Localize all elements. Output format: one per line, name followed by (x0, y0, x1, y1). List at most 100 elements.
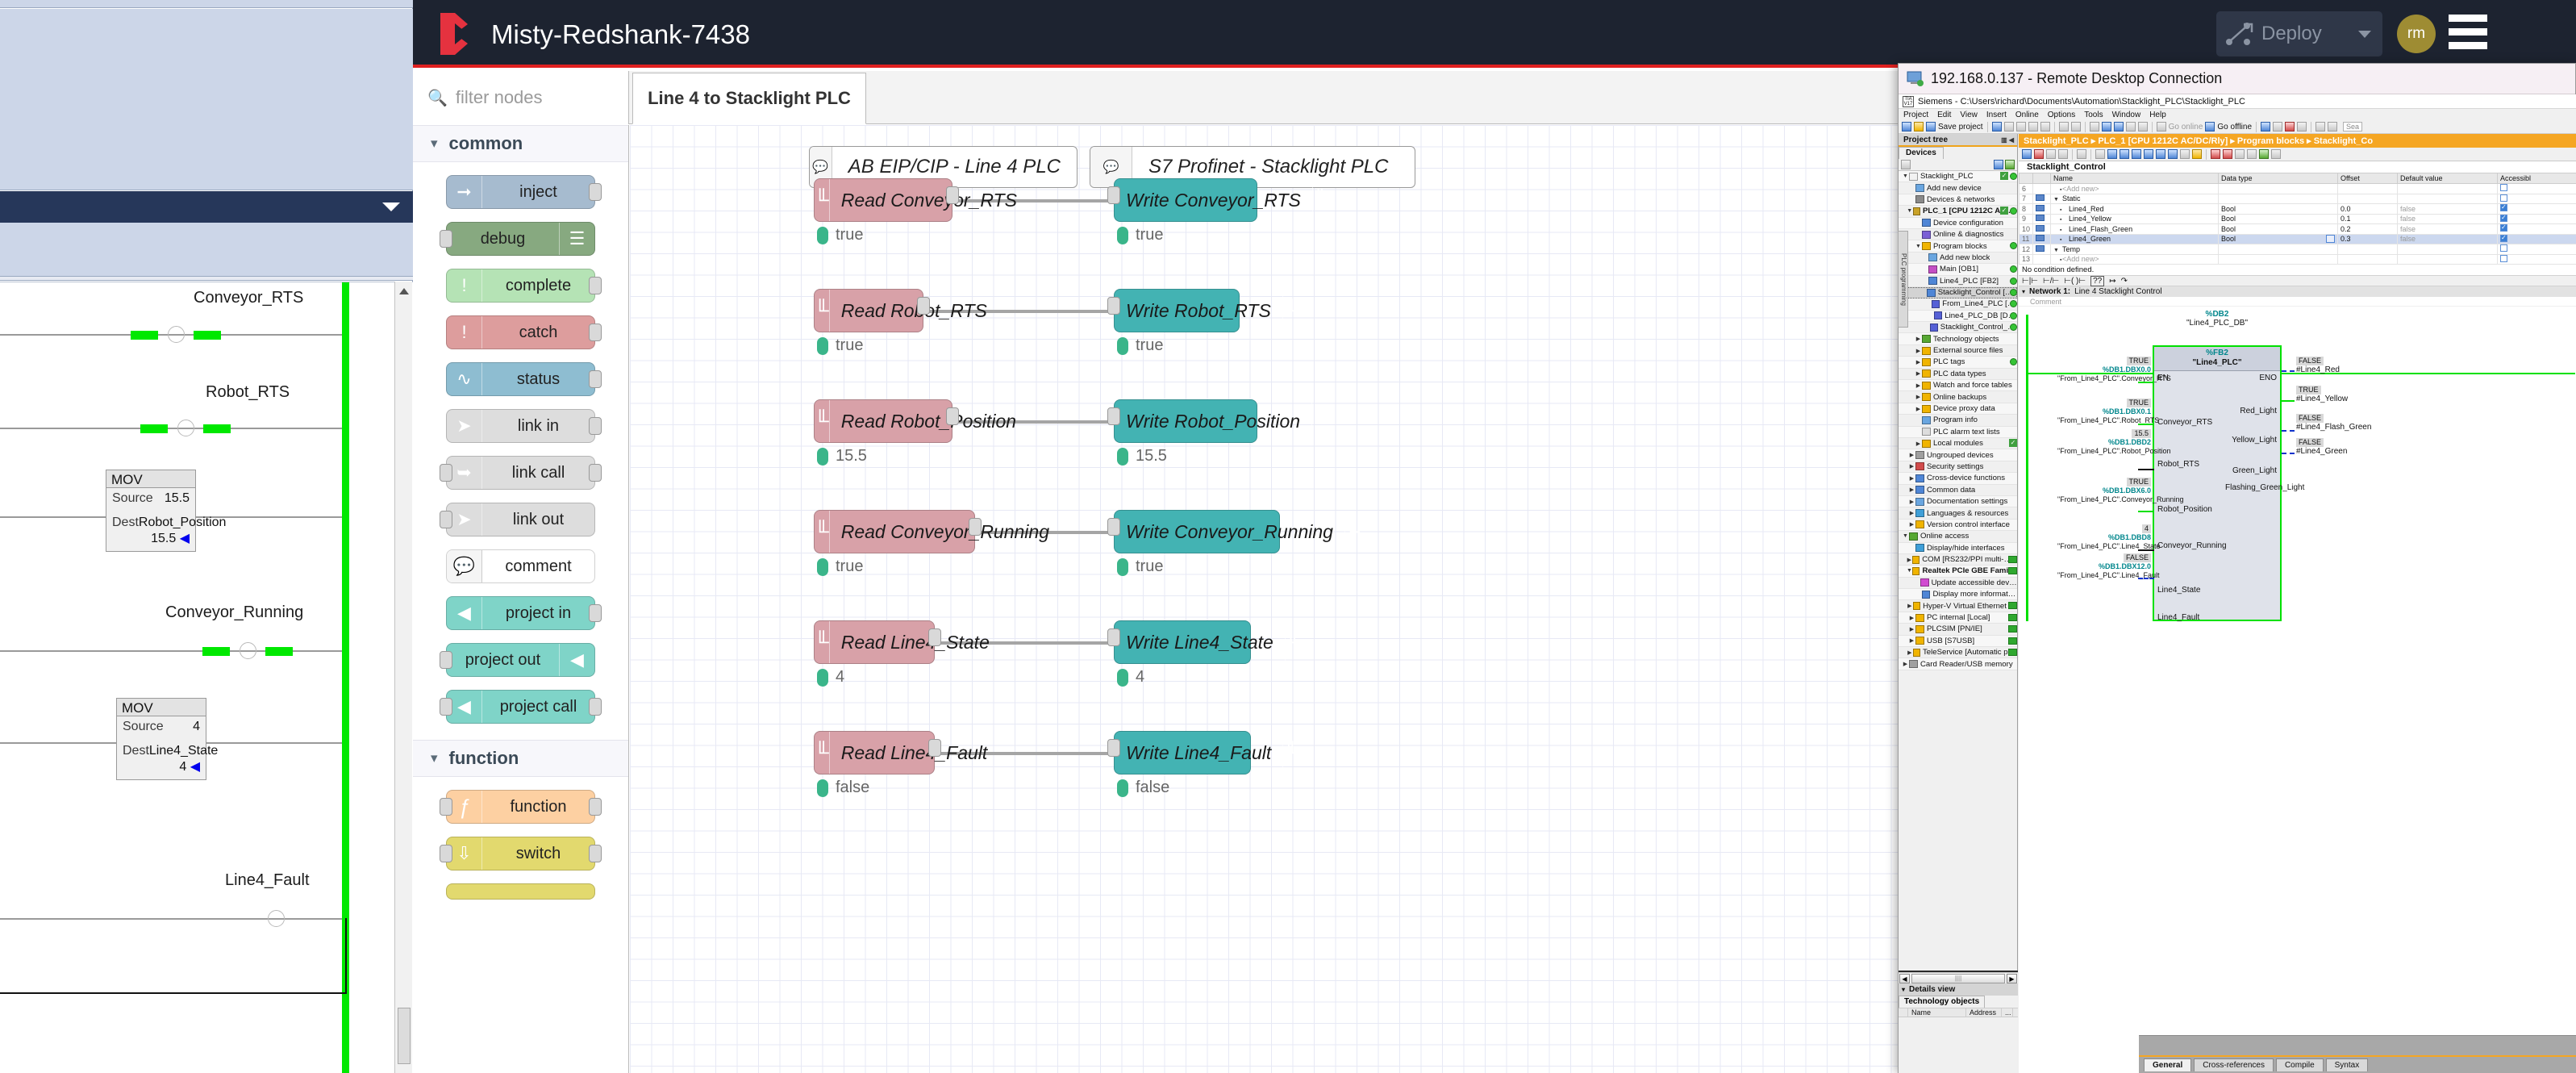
chevron-right-icon[interactable]: ▶ (1907, 557, 1911, 563)
node-output-port[interactable] (917, 297, 930, 315)
node-input-port[interactable] (1107, 628, 1120, 646)
coil-icon[interactable]: ⊢( )⊢ (2064, 276, 2086, 286)
chevron-down-icon[interactable]: ▼ (1903, 173, 1908, 180)
start-runtime-icon[interactable] (2137, 122, 2148, 132)
close-view-icon[interactable] (2297, 122, 2307, 132)
tree-item-online-access[interactable]: ▼Online access (1899, 531, 2017, 543)
accessible-checkbox[interactable] (2500, 244, 2508, 253)
down-icon[interactable] (2058, 149, 2068, 159)
close-branch-icon[interactable]: ↷ (2120, 276, 2128, 286)
tree-item-add-new-block[interactable]: Add new block (1899, 252, 2017, 265)
cross-ref-icon[interactable] (2168, 149, 2178, 159)
tree-item-main-ob1[interactable]: Main [OB1] (1899, 264, 2017, 276)
chevron-right-icon[interactable]: ▶ (1915, 406, 1921, 412)
flow-node-read[interactable]: ╙ Read Line4_State (814, 620, 990, 664)
node-output-port[interactable] (928, 739, 941, 757)
tree-item-device-configuration[interactable]: Device configuration (1899, 217, 2017, 229)
node-input-port[interactable] (1107, 297, 1120, 315)
datatype-picker-icon[interactable] (2326, 235, 2336, 244)
node-output-port[interactable] (928, 628, 941, 646)
download-changes-icon[interactable] (2259, 149, 2269, 159)
chevron-right-icon[interactable]: ▶ (1915, 395, 1921, 401)
print-icon[interactable] (1991, 122, 2002, 132)
upload-icon[interactable] (2113, 122, 2124, 132)
chevron-down-icon[interactable]: ▼ (1903, 533, 1908, 540)
sidebar-tab-plc-programming[interactable]: PLC programming (1898, 231, 1908, 328)
diagnostics-icon[interactable] (2261, 122, 2271, 132)
empty-box-icon[interactable]: ?? (2090, 275, 2105, 286)
pointer-icon[interactable] (2077, 149, 2086, 159)
chevron-right-icon[interactable]: ▶ (1909, 522, 1915, 528)
tab-line4-to-stacklight-plc[interactable]: Line 4 to Stacklight PLC (632, 73, 866, 124)
deploy-button[interactable]: Deploy (2216, 11, 2382, 56)
chevron-down-icon[interactable] (382, 202, 400, 211)
search-field[interactable]: Sea (2343, 122, 2363, 132)
tree-item-security-settings[interactable]: ▶Security settings (1899, 461, 2017, 474)
tree-item-local-modules[interactable]: ▶Local modules✓ (1899, 437, 2017, 450)
flow-node-write[interactable]: ╙ Write Line4_State (1107, 620, 1300, 664)
tree-item-documentation-settings[interactable]: ▶Documentation settings (1899, 495, 2017, 508)
flow-canvas[interactable]: 💬 AB EIP/CIP - Line 4 PLC 💬 S7 Profinet … (630, 125, 2128, 1073)
cut-icon[interactable] (2003, 122, 2014, 132)
goto-icon[interactable] (2271, 149, 2281, 159)
palette-node-status[interactable]: ∿ status (446, 362, 602, 396)
palette-node-project-in[interactable]: ◀ project in (446, 596, 602, 630)
menu-help[interactable]: Help (2149, 110, 2166, 119)
avatar[interactable]: rm (2397, 15, 2436, 53)
paste-icon[interactable] (2028, 122, 2038, 132)
search-input[interactable]: 🔍 filter nodes (413, 71, 629, 124)
node-input-port[interactable] (1107, 407, 1120, 425)
chevron-right-icon[interactable]: ▶ (1915, 382, 1921, 389)
close-all-icon[interactable] (2120, 149, 2129, 159)
tree-item-display-more-information[interactable]: Display more information (1899, 589, 2017, 601)
bookmark-icon[interactable] (2144, 149, 2153, 159)
tree-item-update-accessible-devices[interactable]: Update accessible devices (1899, 577, 2017, 590)
scroll-left-icon[interactable]: ◀ (1899, 973, 1910, 983)
accessible-checkbox[interactable] (2500, 184, 2508, 192)
network-comment[interactable]: Comment (2019, 297, 2576, 307)
flow-node-read[interactable]: ╙ Read Conveyor_Running (814, 510, 1049, 553)
node-output-port[interactable] (589, 370, 602, 388)
comment-toggle-icon[interactable] (2132, 149, 2141, 159)
tree-item-common-data[interactable]: ▶Common data (1899, 484, 2017, 496)
tree-item-pc-internal-local[interactable]: ▶PC internal [Local] (1899, 612, 2017, 624)
flow-node-read[interactable]: ╙ Read Conveyor_RTS (814, 178, 1017, 222)
watch-icon[interactable] (2247, 149, 2257, 159)
flow-node-write[interactable]: ╙ Write Robot_RTS (1107, 289, 1298, 332)
new-project-icon[interactable] (1902, 122, 1911, 132)
tree-item-card-reader-usb-memory[interactable]: ▶Card Reader/USB memory (1899, 658, 2017, 670)
insert-network-icon[interactable] (2022, 149, 2032, 159)
download-icon[interactable] (2101, 122, 2111, 132)
node-output-port[interactable] (969, 518, 982, 536)
undo-icon[interactable] (2058, 122, 2069, 132)
palette-node-project-call[interactable]: ◀ project call (440, 690, 602, 724)
tree-export-icon[interactable] (2005, 160, 2015, 169)
node-output-port[interactable] (589, 417, 602, 435)
open-project-icon[interactable] (1914, 122, 1924, 132)
palette-node-catch[interactable]: ! catch (446, 315, 602, 349)
node-output-port[interactable] (589, 798, 602, 816)
chevron-right-icon[interactable]: ▶ (1903, 662, 1908, 668)
tree-item-add-new-device[interactable]: Add new device (1899, 182, 2017, 194)
bg-dark-toolbar[interactable] (0, 191, 413, 223)
palette-node-comment[interactable]: 💬 comment (446, 549, 595, 583)
palette-node-debug[interactable]: debug ☰ (440, 222, 595, 256)
tree-item-from-line4-plc-db1[interactable]: From_Line4_PLC [DB1] (1899, 299, 2017, 311)
show-absolute-icon[interactable] (2095, 149, 2105, 159)
chevron-right-icon[interactable]: ▶ (1915, 371, 1921, 378)
flow-node-read[interactable]: ╙ Read Robot_RTS (814, 289, 987, 332)
tree-item-stacklight-plc[interactable]: ▼Stacklight_PLC✓ (1899, 171, 2017, 183)
tree-item-teleservice-automatic-protoco[interactable]: ▶TeleService [Automatic protoco... (1899, 647, 2017, 659)
node-input-port[interactable] (440, 230, 452, 248)
tree-item-hyper-v-virtual-ethernet-adapter[interactable]: ▶Hyper-V Virtual Ethernet Adapter (1899, 600, 2017, 612)
palette-node-project-out[interactable]: project out ◀ (440, 643, 595, 677)
node-input-port[interactable] (1107, 186, 1120, 204)
node-output-port[interactable] (946, 407, 959, 425)
table-row[interactable]: 13▪<Add new> (2018, 253, 2576, 265)
tab-compile[interactable]: Compile (2275, 1058, 2324, 1071)
menu-edit[interactable]: Edit (1937, 110, 1952, 119)
scrollbar-thumb[interactable] (398, 1008, 411, 1064)
node-output-port[interactable] (589, 698, 602, 716)
palette-node-link-call[interactable]: ➥ link call (440, 456, 602, 490)
tree-item-plc-1-cpu-1212c-ac-dc-rly[interactable]: ▼PLC_1 [CPU 1212C AC/DC/Rly]✓ (1899, 206, 2017, 218)
